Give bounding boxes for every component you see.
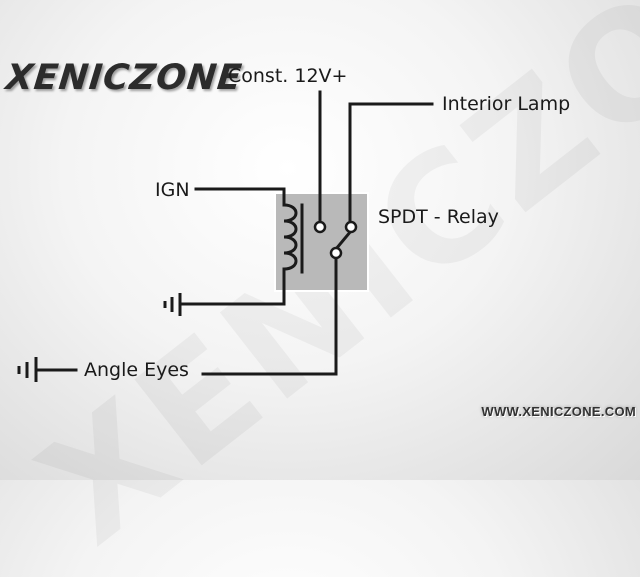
label-ign: IGN xyxy=(155,179,190,201)
ign-wire xyxy=(194,187,286,207)
label-const-12v: Const. 12V+ xyxy=(228,65,348,87)
label-angle-eyes: Angle Eyes xyxy=(84,359,189,381)
coil-ground-wire xyxy=(178,267,286,306)
interior-lamp-wire xyxy=(348,102,434,223)
ground-symbol-angle-eyes xyxy=(17,357,38,382)
label-spdt-relay: SPDT - Relay xyxy=(378,206,499,228)
website-url: WWW.XENICZONE.COM xyxy=(481,404,636,419)
angle-eyes-wire xyxy=(201,255,338,376)
xeniczone-logo: XENICZONE xyxy=(3,58,245,98)
relay-switch-arm xyxy=(333,228,354,252)
relay-contact-no xyxy=(344,220,358,234)
relay-coil xyxy=(282,203,298,271)
relay-contact-common xyxy=(329,246,343,260)
label-interior-lamp: Interior Lamp xyxy=(442,93,571,115)
relay-contact-nc xyxy=(313,220,327,234)
relay-wiring-diagram xyxy=(17,90,434,382)
ground-symbol-coil xyxy=(163,293,182,316)
